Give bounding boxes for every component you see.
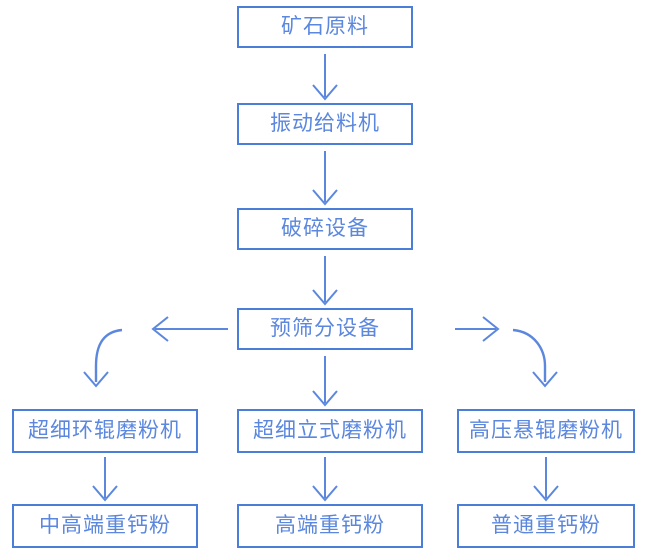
node-ultrafine-vertical-mill: 超细立式磨粉机 xyxy=(237,409,423,453)
arrow-crusher-to-screen xyxy=(312,256,338,306)
node-label: 振动给料机 xyxy=(270,111,380,135)
node-ultrafine-ring-roller-mill: 超细环辊磨粉机 xyxy=(12,409,198,453)
arrow-screen-to-mill-mid xyxy=(312,356,338,407)
node-ordinary-heavy-calcium-powder: 普通重钙粉 xyxy=(457,504,635,548)
node-crushing-equipment: 破碎设备 xyxy=(237,208,413,250)
node-high-pressure-suspension-roller-mill: 高压悬辊磨粉机 xyxy=(457,409,635,453)
node-vibrating-feeder: 振动给料机 xyxy=(237,103,413,145)
node-label: 高端重钙粉 xyxy=(275,513,385,537)
arrow-mill-right-to-product-right xyxy=(533,457,559,502)
arrow-right-curve-down xyxy=(512,328,558,388)
arrow-feeder-to-crusher xyxy=(312,151,338,206)
node-label: 超细环辊磨粉机 xyxy=(28,418,182,442)
arrow-mill-left-to-product-left xyxy=(92,457,118,502)
arrow-ore-to-feeder xyxy=(312,54,338,101)
arrow-left-curve-down xyxy=(83,328,123,388)
arrow-mill-mid-to-product-mid xyxy=(312,457,338,502)
node-label: 超细立式磨粉机 xyxy=(253,418,407,442)
node-high-end-heavy-calcium-powder: 高端重钙粉 xyxy=(237,504,423,548)
node-mid-high-end-heavy-calcium-powder: 中高端重钙粉 xyxy=(12,504,198,548)
node-label: 普通重钙粉 xyxy=(491,513,601,537)
node-ore-raw-material: 矿石原料 xyxy=(237,6,413,48)
arrow-screen-to-left-branch xyxy=(151,316,228,342)
node-label: 预筛分设备 xyxy=(270,316,380,340)
node-label: 矿石原料 xyxy=(281,14,369,38)
arrow-screen-to-right-branch xyxy=(455,316,500,342)
node-label: 破碎设备 xyxy=(281,216,369,240)
node-prescreening-equipment: 预筛分设备 xyxy=(237,308,413,350)
node-label: 高压悬辊磨粉机 xyxy=(469,418,623,442)
node-label: 中高端重钙粉 xyxy=(39,513,171,537)
